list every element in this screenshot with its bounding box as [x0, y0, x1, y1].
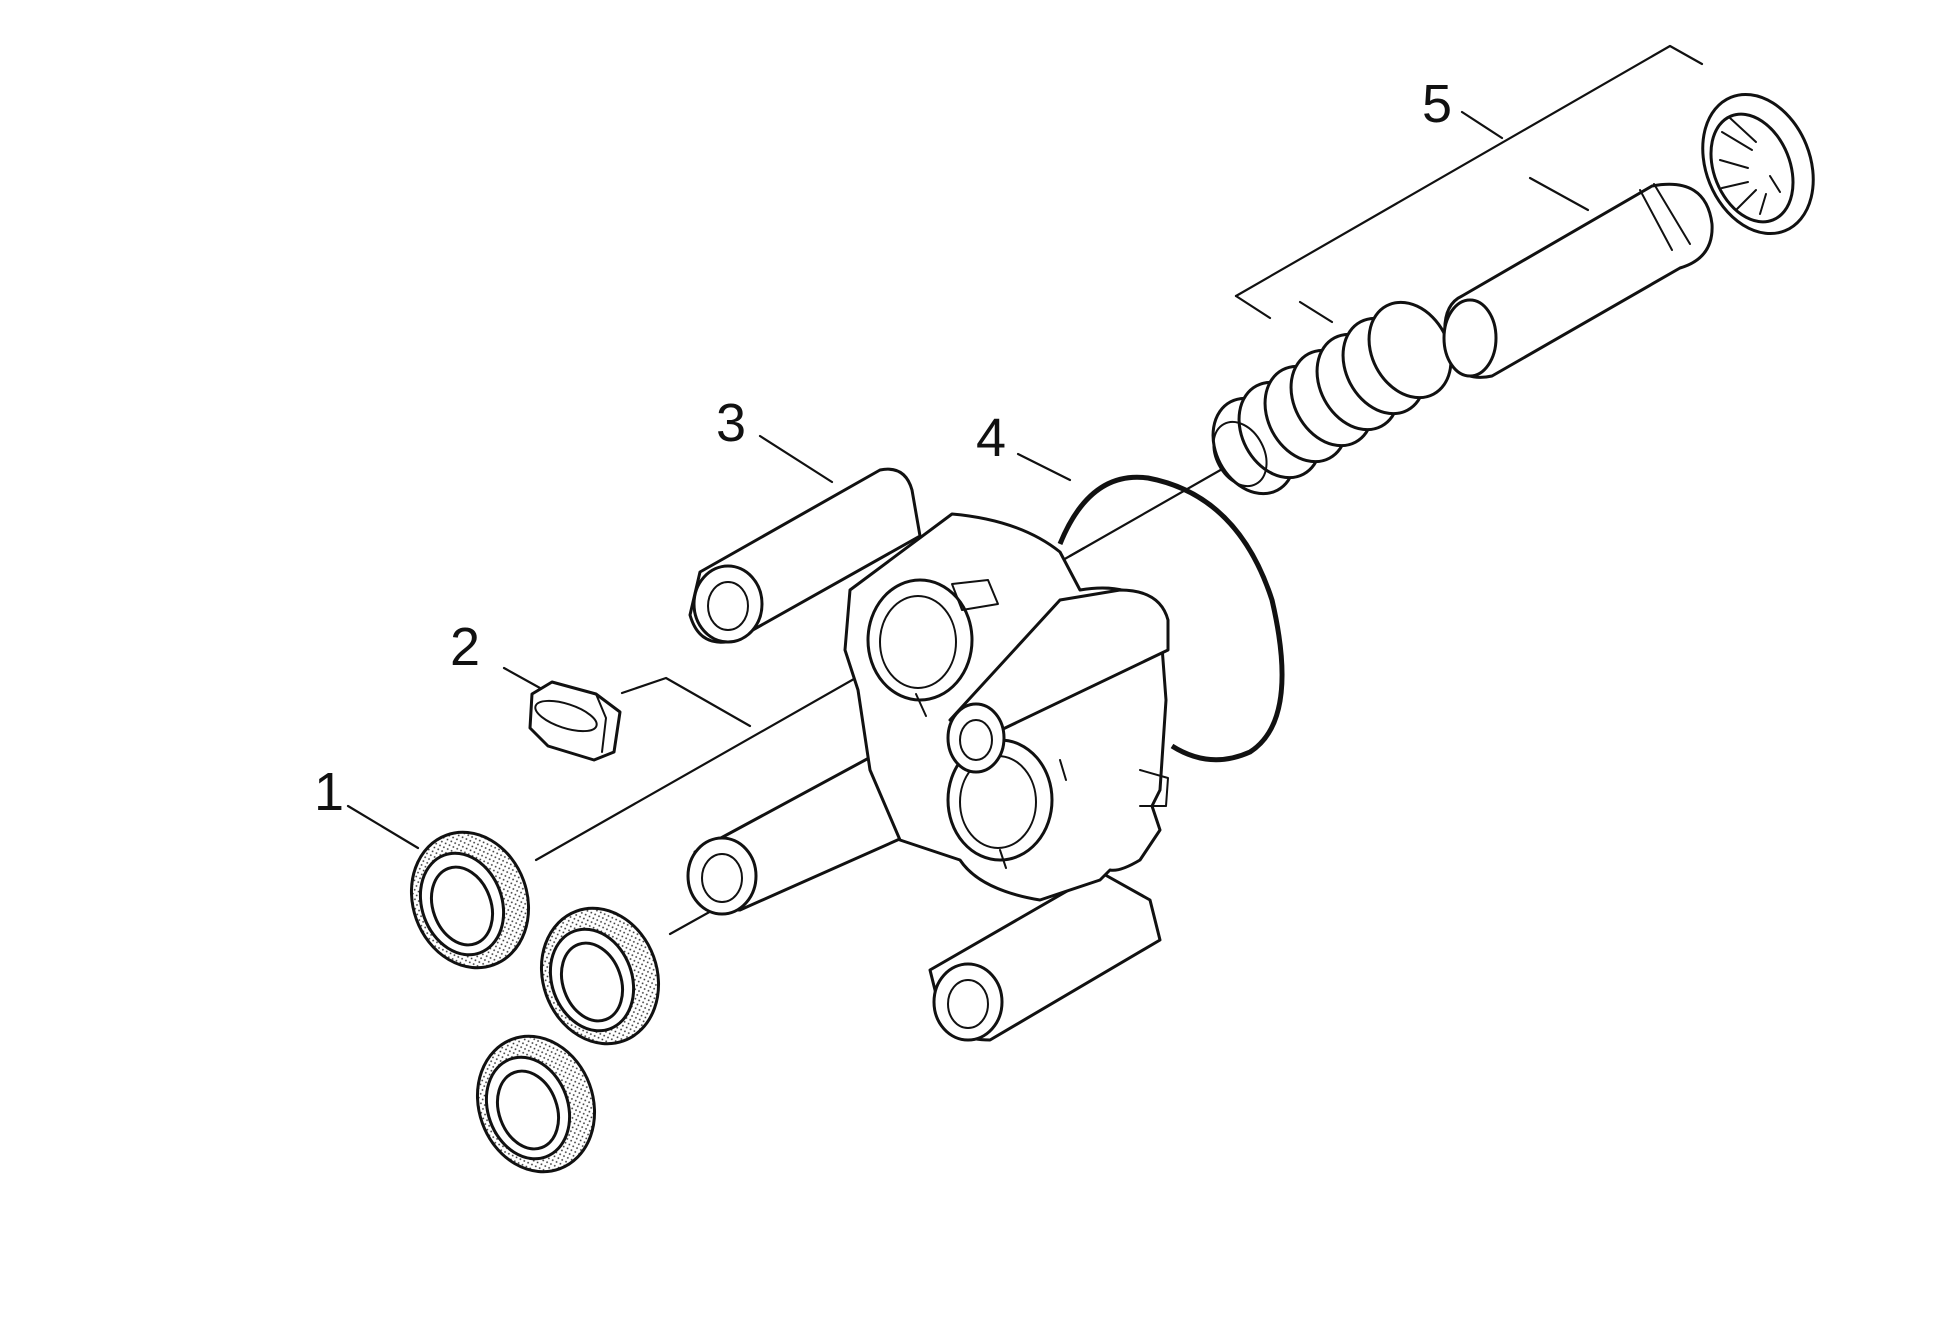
spring: [1211, 300, 1453, 496]
leader-lines: [346, 44, 1704, 850]
callout-label-3: 3: [716, 393, 746, 453]
seal-ring-1: [409, 830, 531, 970]
spacer-part: [528, 680, 622, 762]
callout-label-4: 4: [976, 408, 1006, 468]
callout-label-5: 5: [1422, 74, 1452, 134]
spring-cap: [1701, 92, 1815, 236]
o-ring: [1057, 474, 1285, 763]
seal-ring-3: [475, 1034, 597, 1174]
callout-label-2: 2: [450, 617, 480, 677]
valve-housing: [686, 467, 1170, 1042]
callout-label-1: 1: [314, 762, 344, 822]
piston: [1442, 182, 1714, 379]
seal-ring-2: [539, 906, 661, 1046]
